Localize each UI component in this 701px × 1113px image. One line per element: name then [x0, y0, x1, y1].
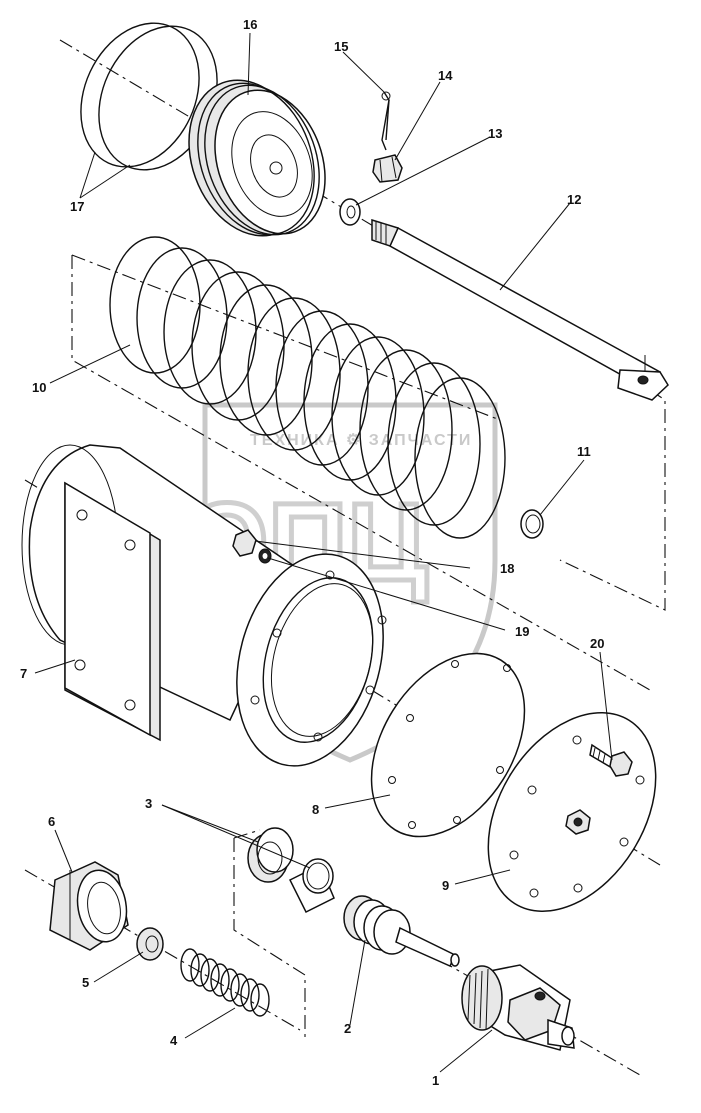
part-1-end-fitting: [461, 964, 575, 1051]
callouts: 1 2 3 4 5 6 7 8 9 10 11 12 13 14 15 16 1…: [20, 17, 604, 1088]
callout-5: 5: [82, 975, 89, 990]
callout-9: 9: [442, 878, 449, 893]
callout-13: 13: [488, 126, 502, 141]
callout-15: 15: [334, 39, 348, 54]
part-13-washer: [339, 198, 361, 226]
callout-8: 8: [312, 802, 319, 817]
callout-2: 2: [344, 1021, 351, 1036]
callout-19: 19: [515, 624, 529, 639]
callout-4: 4: [170, 1033, 178, 1048]
callout-16: 16: [243, 17, 257, 32]
leader-lines: [34, 32, 613, 1073]
callout-3: 3: [145, 796, 152, 811]
part-14-castle-nut: [372, 154, 403, 183]
callout-14: 14: [438, 68, 453, 83]
part-16-piston: [188, 79, 326, 237]
cylinder-flange: [236, 553, 387, 767]
callout-18: 18: [500, 561, 514, 576]
callout-12: 12: [567, 192, 581, 207]
part-5-washer: [136, 927, 164, 961]
part-11-snap-ring: [520, 509, 544, 539]
part-6-cap-nut: [49, 861, 129, 951]
part-7-mounting-bracket: [64, 481, 161, 742]
part-20-bolt: [589, 743, 633, 777]
callout-11: 11: [577, 444, 591, 459]
part-15-cotter-pin: [381, 91, 391, 151]
part-3-bushings: [247, 827, 335, 914]
callout-1: 1: [432, 1073, 439, 1088]
callout-6: 6: [48, 814, 55, 829]
part-18-nut: [232, 529, 257, 557]
part-4-small-spring: [180, 948, 270, 1017]
callout-17: 17: [70, 199, 84, 214]
part-2-valve-spool: [343, 895, 460, 967]
part-10-spring: [109, 236, 506, 539]
part-12-rod: [371, 218, 669, 401]
part-19-washer: [258, 548, 272, 564]
callout-10: 10: [32, 380, 46, 395]
part-8-gasket: [370, 652, 526, 838]
callout-7: 7: [20, 666, 27, 681]
callout-20: 20: [590, 636, 604, 651]
